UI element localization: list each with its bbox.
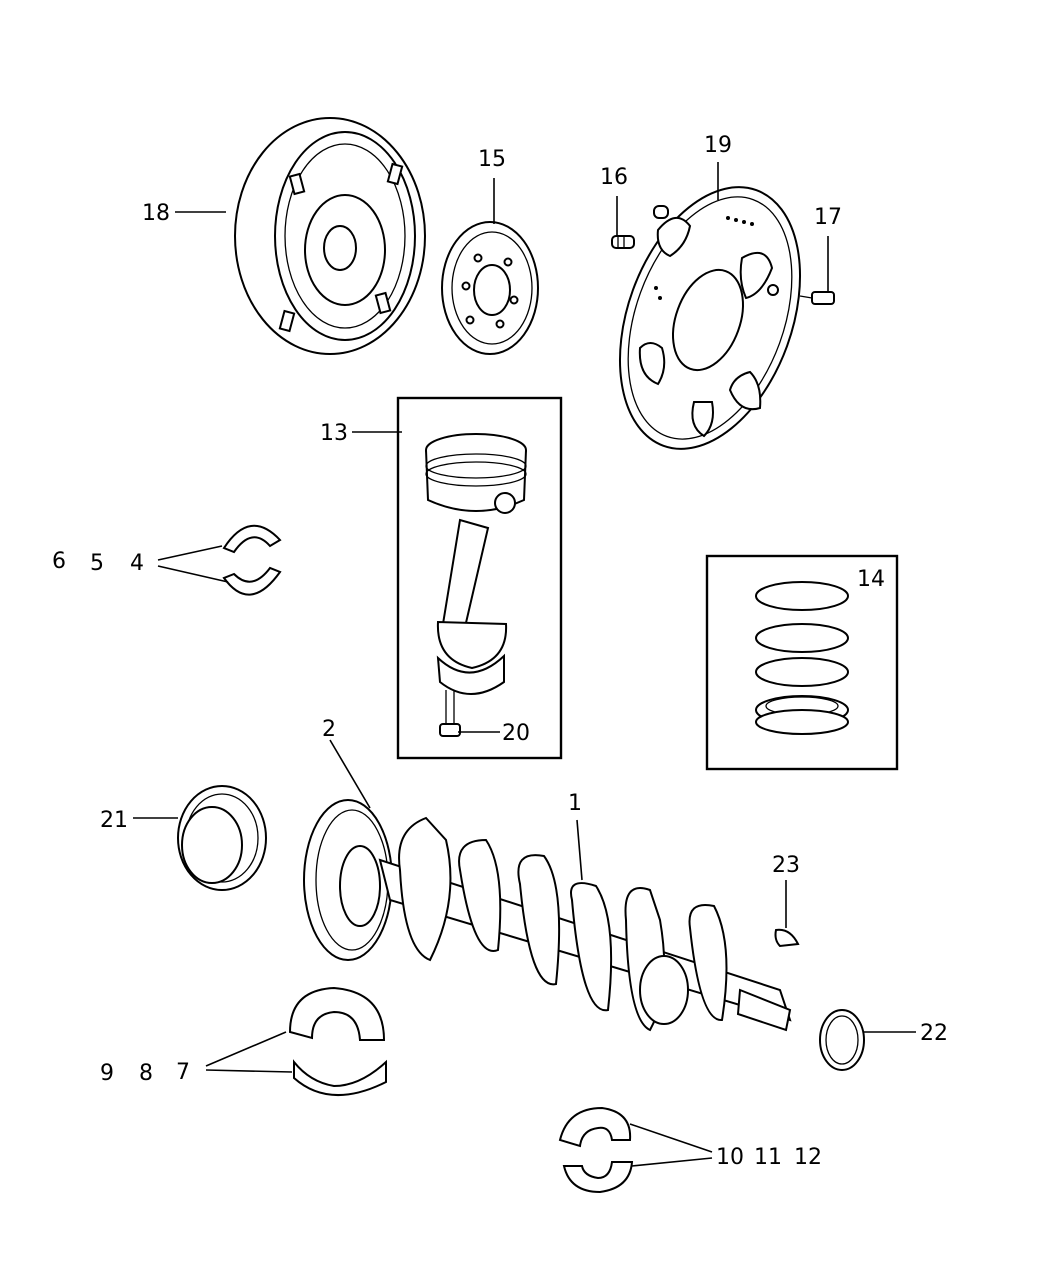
label-6: 6 xyxy=(52,549,66,574)
rod-bearings xyxy=(222,524,282,596)
rear-seal xyxy=(177,785,267,891)
label-18: 18 xyxy=(142,201,170,226)
label-1: 1 xyxy=(568,791,582,816)
label-14: 14 xyxy=(857,567,885,592)
label-20: 20 xyxy=(502,721,530,746)
main-bearings-lower xyxy=(558,1106,634,1194)
flex-plate xyxy=(618,186,802,450)
woodruff-key xyxy=(774,928,800,948)
label-22: 22 xyxy=(920,1021,948,1046)
label-5: 5 xyxy=(90,551,104,576)
label-12: 12 xyxy=(794,1145,822,1170)
front-seal xyxy=(819,1009,865,1071)
label-13: 13 xyxy=(320,421,348,446)
label-15: 15 xyxy=(478,147,506,172)
label-19: 19 xyxy=(704,133,732,158)
label-21: 21 xyxy=(100,808,128,833)
label-8: 8 xyxy=(139,1061,153,1086)
label-16: 16 xyxy=(600,165,628,190)
leader-lines xyxy=(133,162,916,1167)
label-11: 11 xyxy=(754,1145,782,1170)
crankshaft xyxy=(303,799,792,1032)
drive-plate xyxy=(441,221,539,355)
bolt-16 xyxy=(611,235,635,249)
label-9: 9 xyxy=(100,1061,114,1086)
label-4: 4 xyxy=(130,551,144,576)
label-2: 2 xyxy=(322,717,336,742)
bolt-17 xyxy=(799,291,835,305)
label-17: 17 xyxy=(814,205,842,230)
callout-labels: 18 15 16 19 17 13 14 6 5 4 2 20 1 21 23 … xyxy=(52,133,948,1170)
torque-converter xyxy=(234,117,426,355)
piston-rod-box xyxy=(396,396,563,760)
label-7: 7 xyxy=(176,1060,190,1085)
label-10: 10 xyxy=(716,1145,744,1170)
piston-rings-box xyxy=(705,554,899,771)
label-23: 23 xyxy=(772,853,800,878)
main-bearings xyxy=(288,986,387,1097)
